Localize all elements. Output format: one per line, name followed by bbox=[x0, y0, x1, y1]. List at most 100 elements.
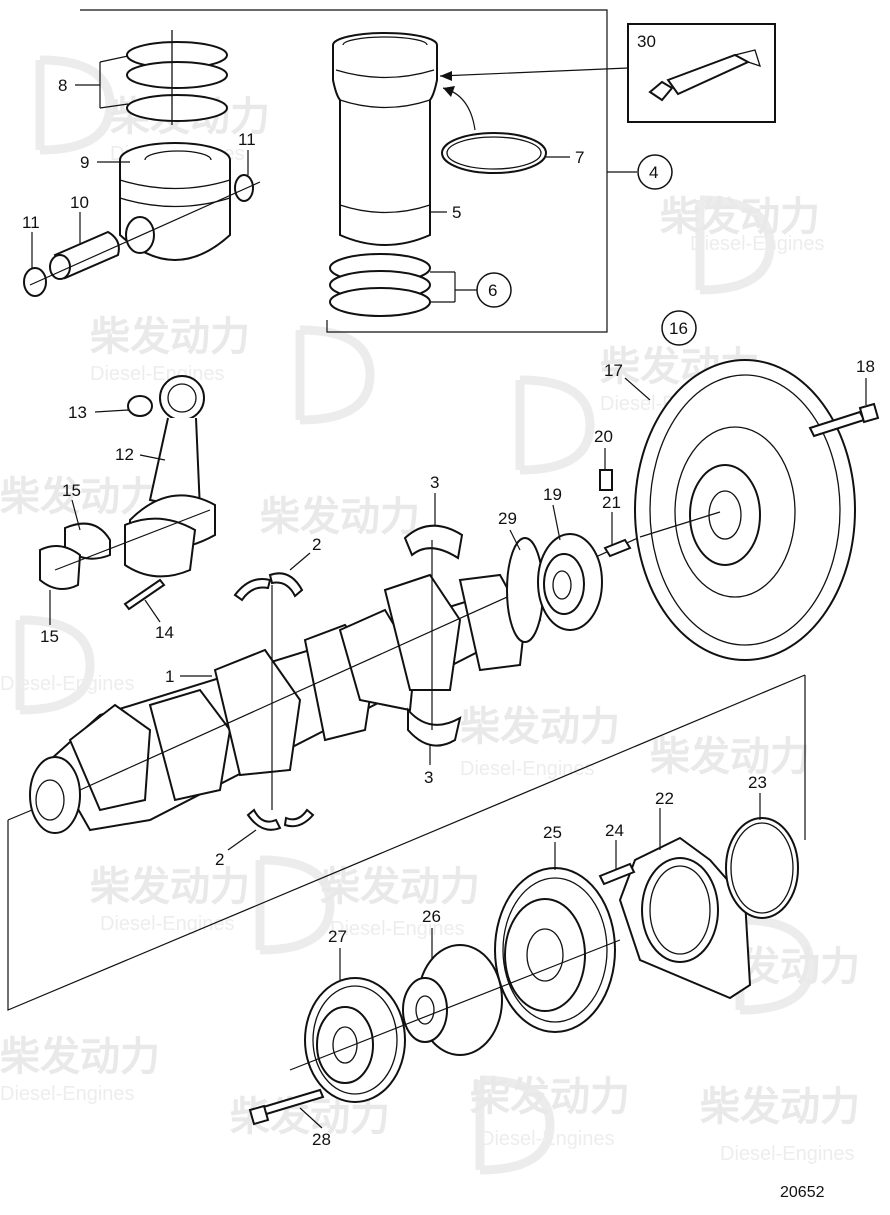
watermark-text: 柴发动力 bbox=[90, 864, 250, 910]
callout-label: 2 bbox=[312, 535, 321, 554]
callout-label: 10 bbox=[70, 193, 89, 212]
front-cover bbox=[618, 836, 752, 1000]
callout-label: 15 bbox=[40, 627, 59, 646]
piston-rings bbox=[126, 30, 228, 125]
damper-bolt bbox=[248, 1088, 325, 1126]
dowel-pin bbox=[599, 469, 613, 491]
callout-label: 29 bbox=[498, 509, 517, 528]
circlip bbox=[23, 174, 254, 297]
callout-label: 24 bbox=[605, 821, 624, 840]
watermark-text: 柴发动力 bbox=[470, 1074, 630, 1120]
watermark-text: 柴发动力 bbox=[700, 1084, 860, 1130]
watermark-text: Diesel-Engines bbox=[460, 758, 595, 780]
watermark-text: Diesel-Engines bbox=[0, 673, 135, 695]
callout-label: 3 bbox=[430, 473, 439, 492]
watermark-text: 柴发动力 bbox=[260, 494, 420, 540]
callout-circle bbox=[476, 272, 512, 308]
liner-o-rings bbox=[329, 253, 431, 317]
watermark-text: Diesel-Engines bbox=[100, 913, 235, 935]
thrust-washers-upper bbox=[233, 572, 304, 602]
damper-pulley bbox=[304, 977, 406, 1103]
watermark-layer: 柴发动力 Diesel-Engines 柴发动力 Diesel-Engines … bbox=[0, 55, 860, 1175]
watermark-text: 柴发动力 bbox=[660, 194, 820, 240]
watermark-text: 柴发动力 bbox=[320, 864, 480, 910]
callout-label: 28 bbox=[312, 1130, 331, 1149]
crankshaft-gear bbox=[537, 533, 603, 631]
watermark-text: 柴发动力 bbox=[650, 734, 810, 780]
callout-label: 12 bbox=[115, 445, 134, 464]
callout-circle bbox=[637, 154, 673, 190]
leader-lines bbox=[31, 55, 867, 1129]
arrow-head bbox=[440, 71, 452, 81]
callout-label: 30 bbox=[637, 32, 656, 51]
rod-axis-line bbox=[54, 509, 211, 571]
callout-label: 20 bbox=[594, 427, 613, 446]
callout-label: 7 bbox=[575, 148, 584, 167]
arrow-to-liner bbox=[439, 67, 629, 77]
rod-bolt bbox=[123, 578, 166, 611]
callout-label: 23 bbox=[748, 773, 767, 792]
arrow-head bbox=[443, 86, 455, 97]
cylinder-liner bbox=[332, 32, 438, 246]
callout-label: 4 bbox=[649, 163, 658, 182]
flywheel bbox=[634, 359, 856, 661]
cover-bolt bbox=[598, 862, 636, 886]
callout-label: 1 bbox=[165, 667, 174, 686]
liner-seal-ring bbox=[441, 132, 547, 174]
thrust-washers-lower bbox=[246, 808, 315, 831]
watermark-text: Diesel-Engines bbox=[0, 1083, 135, 1105]
watermark-text: 柴发动力 bbox=[460, 704, 620, 750]
watermark-text: 柴发动力 bbox=[90, 314, 250, 360]
pulley bbox=[494, 867, 616, 1033]
watermark-text: Diesel-Engines bbox=[330, 918, 465, 940]
callout-label: 11 bbox=[238, 130, 256, 149]
watermark-text: Diesel-Engines bbox=[720, 1143, 855, 1165]
callout-label: 15 bbox=[62, 481, 81, 500]
arrow-seal-to-liner bbox=[442, 87, 476, 131]
watermark-text: Diesel-Engines bbox=[480, 1128, 615, 1150]
piston bbox=[119, 142, 231, 261]
callout-label: 16 bbox=[669, 319, 688, 338]
vibration-damper-hub bbox=[402, 944, 503, 1056]
callout-labels: 1 2 2 3 3 4 5 6 7 8 9 10 11 11 12 13 14 … bbox=[22, 32, 875, 1149]
callout-label: 25 bbox=[543, 823, 562, 842]
flywheel-bolt bbox=[808, 402, 880, 438]
callout-label: 27 bbox=[328, 927, 347, 946]
callout-label: 17 bbox=[604, 361, 623, 380]
callout-label: 6 bbox=[488, 281, 497, 300]
main-bearing-shell-lower bbox=[407, 707, 462, 747]
front-cover-gasket bbox=[725, 817, 799, 919]
watermark-logo bbox=[15, 55, 815, 1175]
small-end-bushing bbox=[127, 395, 153, 417]
figure-number: 20652 bbox=[780, 1184, 825, 1201]
callout-label: 26 bbox=[422, 907, 441, 926]
callout-label: 19 bbox=[543, 485, 562, 504]
main-bearing-shell-upper bbox=[403, 524, 464, 560]
callout-circle bbox=[661, 310, 697, 346]
callout-label: 11 bbox=[22, 213, 40, 232]
group-bracket-top bbox=[80, 9, 608, 333]
callout-label: 14 bbox=[155, 623, 174, 642]
callout-label: 18 bbox=[856, 357, 875, 376]
connecting-rod bbox=[124, 375, 216, 578]
flywheel-axis-line bbox=[639, 511, 721, 538]
callout-label: 9 bbox=[80, 153, 89, 172]
callout-label: 13 bbox=[68, 403, 87, 422]
crankshaft bbox=[29, 569, 542, 834]
group-bracket-bottom bbox=[7, 674, 806, 1011]
bracket-side bbox=[7, 809, 33, 821]
callout-label: 21 bbox=[602, 493, 621, 512]
big-end-bearing-shells bbox=[39, 522, 111, 590]
flywheel-bolt-short bbox=[603, 538, 632, 558]
sealant-tube-box bbox=[627, 23, 776, 123]
pin-axis-line bbox=[29, 181, 261, 286]
watermark-text: Diesel-Engines bbox=[690, 233, 825, 255]
callout-label: 8 bbox=[58, 76, 67, 95]
callout-label: 22 bbox=[655, 789, 674, 808]
watermark-text: 柴发动力 bbox=[0, 1034, 160, 1080]
callout-label: 5 bbox=[452, 203, 461, 222]
watermark-text: Diesel-Engines bbox=[90, 363, 225, 385]
callout-label: 2 bbox=[215, 850, 224, 869]
watermark-text: 柴发动力 bbox=[0, 474, 160, 520]
